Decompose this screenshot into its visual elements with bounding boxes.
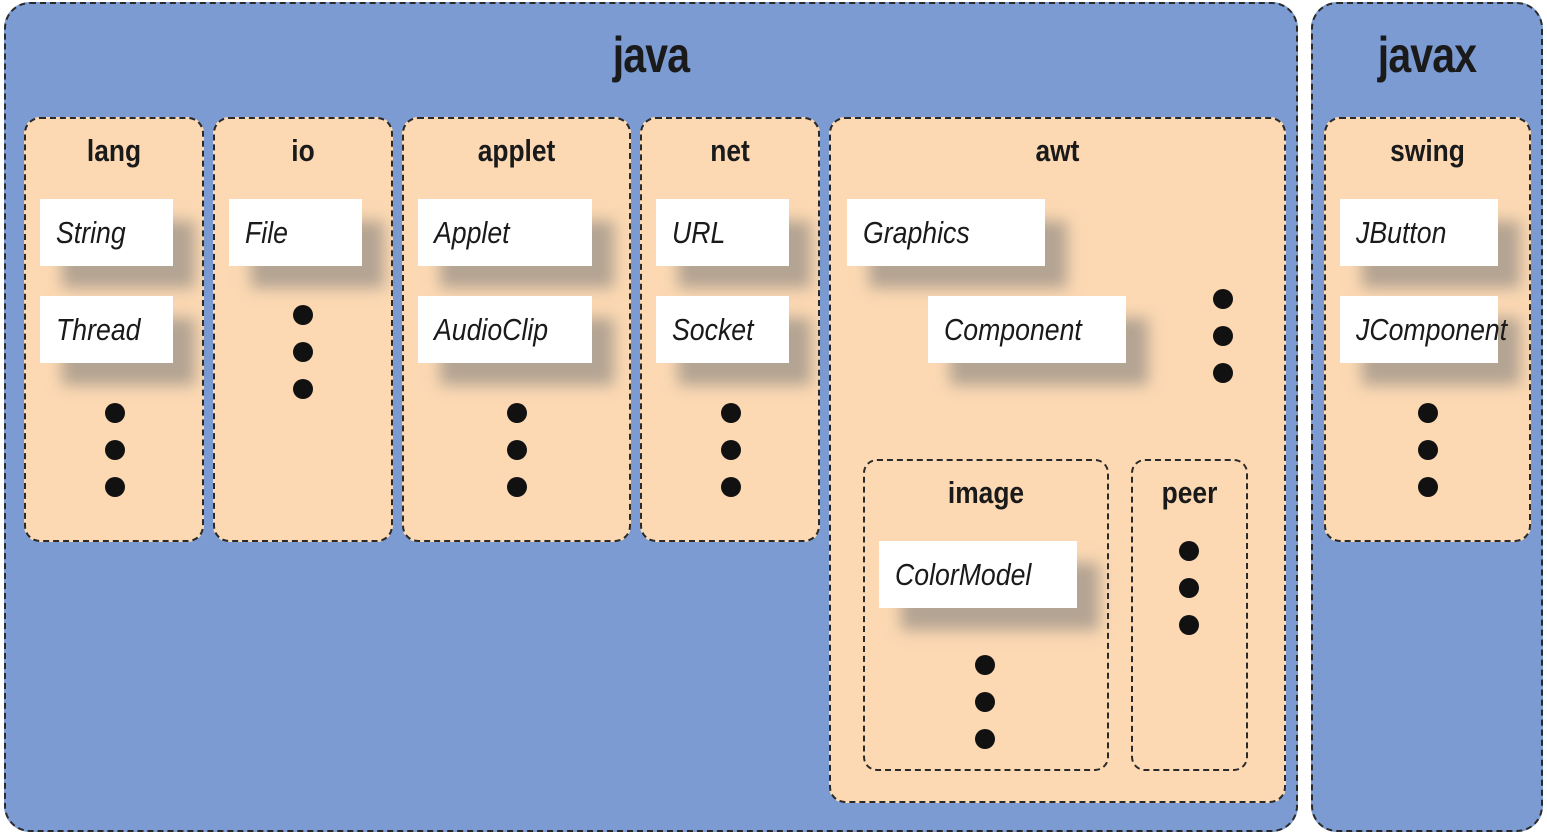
ellipsis-dots xyxy=(105,403,125,514)
package-awt: awt Graphics Component image ColorModel … xyxy=(829,117,1286,803)
class-audioclip: AudioClip xyxy=(418,296,592,363)
class-jbutton-label: JButton xyxy=(1356,215,1447,250)
class-audioclip-label: AudioClip xyxy=(434,312,549,347)
package-io-title: io xyxy=(291,133,315,168)
class-url: URL xyxy=(656,199,789,266)
package-net: net URL Socket xyxy=(640,117,820,542)
class-component: Component xyxy=(928,296,1126,363)
class-thread: Thread xyxy=(40,296,173,363)
package-swing: swing JButton JComponent xyxy=(1324,117,1531,542)
ellipsis-dots xyxy=(975,655,995,766)
class-jcomponent-label: JComponent xyxy=(1356,312,1508,347)
package-swing-title: swing xyxy=(1390,133,1465,168)
package-awt-title: awt xyxy=(1035,133,1080,168)
package-javax-title: javax xyxy=(1377,27,1477,83)
class-file-label: File xyxy=(245,215,288,250)
class-url-label: URL xyxy=(672,215,726,250)
package-lang-title: lang xyxy=(86,133,142,168)
package-image-title: image xyxy=(947,475,1025,510)
class-applet: Applet xyxy=(418,199,592,266)
ellipsis-dots xyxy=(293,305,313,416)
class-socket: Socket xyxy=(656,296,789,363)
class-colormodel: ColorModel xyxy=(879,541,1077,608)
class-socket-label: Socket xyxy=(672,312,754,347)
class-jbutton: JButton xyxy=(1340,199,1498,266)
ellipsis-dots xyxy=(1213,289,1233,400)
ellipsis-dots xyxy=(507,403,527,514)
class-string-label: String xyxy=(56,215,126,250)
ellipsis-dots xyxy=(1418,403,1438,514)
ellipsis-dots xyxy=(721,403,741,514)
class-jcomponent: JComponent xyxy=(1340,296,1507,363)
class-colormodel-label: ColorModel xyxy=(895,557,1032,592)
class-graphics-label: Graphics xyxy=(863,215,970,250)
package-java: java lang String Thread io File applet A… xyxy=(4,2,1298,832)
package-net-title: net xyxy=(710,133,750,168)
package-io: io File xyxy=(213,117,393,542)
class-applet-label: Applet xyxy=(434,215,510,250)
class-graphics: Graphics xyxy=(847,199,1045,266)
package-lang: lang String Thread xyxy=(24,117,204,542)
class-file: File xyxy=(229,199,362,266)
class-string: String xyxy=(40,199,173,266)
class-component-label: Component xyxy=(944,312,1082,347)
class-thread-label: Thread xyxy=(56,312,141,347)
package-applet-title: applet xyxy=(477,133,556,168)
package-peer: peer xyxy=(1131,459,1248,771)
package-image: image ColorModel xyxy=(863,459,1109,771)
package-java-title: java xyxy=(612,27,690,83)
package-peer-title: peer xyxy=(1161,475,1218,510)
package-applet: applet Applet AudioClip xyxy=(402,117,631,542)
ellipsis-dots xyxy=(1179,541,1199,652)
package-javax: javax swing JButton JComponent xyxy=(1311,2,1543,832)
